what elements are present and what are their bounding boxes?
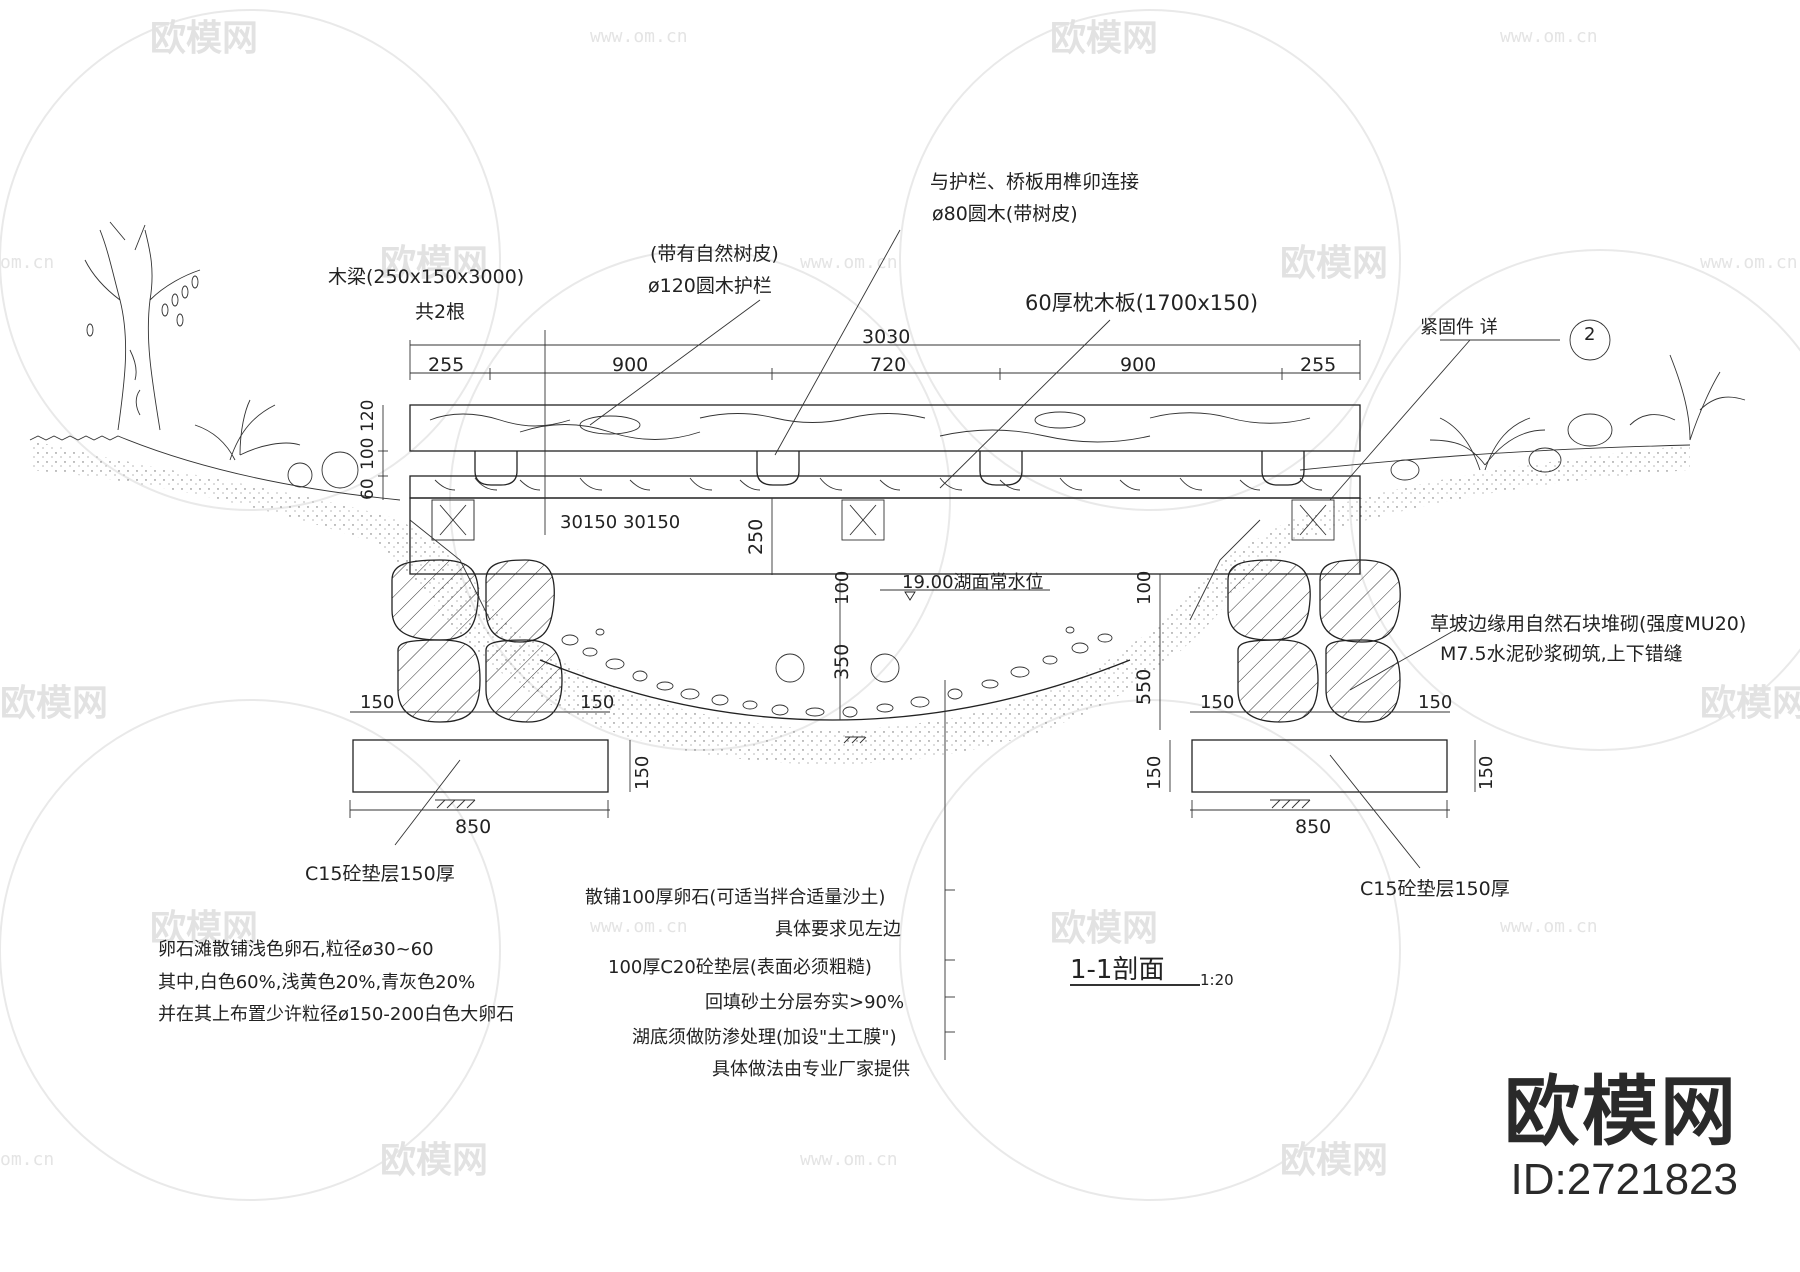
dim-beam-h: 250 <box>745 519 767 555</box>
dim-150-v1: 150 <box>632 756 653 790</box>
brand-id: ID:2721823 <box>1510 1155 1738 1204</box>
label-layer-3: 回填砂土分层夯实>90% <box>705 992 904 1013</box>
lake-bed-curve <box>539 659 1131 721</box>
watermark-site: www.om.cn <box>800 252 898 273</box>
watermark-brand: 欧模网 <box>1050 18 1158 59</box>
plants-right <box>1390 354 1746 481</box>
footing-right <box>1191 739 1448 793</box>
dim-h-post: 100 <box>358 438 378 470</box>
watermark-site-short: om.cn <box>0 1149 54 1170</box>
watermark-layer: 欧模网 www.om.cn 欧模网 www.om.cn om.cn 欧模网 ww… <box>0 9 1800 1201</box>
label-fastener: 紧固件 详 <box>1420 317 1498 338</box>
wood-beam <box>409 497 1361 575</box>
section-title: 1-1剖面 <box>1070 955 1164 985</box>
label-layer-1a: 散铺100厚卵石(可适当拌合适量沙土) <box>585 887 885 908</box>
dim-100-left: 100 <box>832 571 853 605</box>
dim-100-right: 100 <box>1134 571 1155 605</box>
dim-850-right: 850 <box>1295 816 1331 838</box>
dimension-texts: 3030 255 900 720 900 255 120 100 60 250 … <box>358 326 1497 838</box>
labels: 与护栏、桥板用榫卯连接 ø80圆木(带树皮) (带有自然树皮) ø120圆木护栏… <box>158 171 1746 1080</box>
stone-wall-left <box>391 559 563 723</box>
dim-beam-detail: 30150 30150 <box>560 512 680 533</box>
bridge <box>409 404 1361 575</box>
dim-seg-e: 255 <box>1300 354 1336 376</box>
dim-150-d: 150 <box>1418 692 1452 713</box>
label-pebble-3: 并在其上布置少许粒径ø150-200白色大卵石 <box>158 1004 514 1025</box>
label-wall-1: 草坡边缘用自然石块堆砌(强度MU20) <box>1430 613 1746 635</box>
footing-left <box>352 739 609 793</box>
label-pebble-1: 卵石滩散铺浅色卵石,粒径ø30~60 <box>158 939 434 960</box>
label-c15-right: C15砼垫层150厚 <box>1360 878 1510 900</box>
tree-left <box>84 221 201 431</box>
dim-850-left: 850 <box>455 816 491 838</box>
watermark-brand: 欧模网 <box>380 243 488 284</box>
section-scale: 1:20 <box>1200 971 1234 989</box>
watermark-brand: 欧模网 <box>150 18 258 59</box>
brand-logo: 欧模网 <box>1504 1067 1738 1156</box>
watermark-brand: 欧模网 <box>1700 683 1800 724</box>
ground <box>29 435 1691 809</box>
ground-soil <box>30 440 1690 765</box>
watermark-brand: 欧模网 <box>1280 243 1388 284</box>
watermark-site-short: om.cn <box>0 252 54 273</box>
label-wall-2: M7.5水泥砂浆砌筑,上下错缝 <box>1440 643 1683 665</box>
watermark-brand: 欧模网 <box>1280 1140 1388 1181</box>
dimensions <box>349 229 1560 1060</box>
dim-total: 3030 <box>862 326 910 348</box>
watermark-site: www.om.cn <box>800 1149 898 1170</box>
watermark-site: www.om.cn <box>1500 26 1598 47</box>
dim-150-a: 150 <box>360 692 394 713</box>
brand-stamp: 欧模网 ID:2721823 <box>1504 1074 1738 1202</box>
dim-350: 350 <box>831 644 853 680</box>
label-rail-1: (带有自然树皮) <box>650 243 779 265</box>
dim-seg-d: 900 <box>1120 354 1156 376</box>
plants-left <box>194 399 359 489</box>
label-beam-1: 木梁(250x150x3000) <box>328 266 524 288</box>
label-tenon-1: 与护栏、桥板用榫卯连接 <box>930 171 1139 193</box>
dim-150-c: 150 <box>1200 692 1234 713</box>
label-layer-1b: 具体要求见左边 <box>775 919 901 940</box>
stone-wall-right <box>1227 559 1401 723</box>
label-layer-4b: 具体做法由专业厂家提供 <box>712 1059 910 1080</box>
label-tenon-2: ø80圆木(带树皮) <box>932 203 1078 225</box>
watermark-site: www.om.cn <box>590 26 688 47</box>
watermark-site: www.om.cn <box>590 916 688 937</box>
detail-callout-circle <box>1569 319 1611 361</box>
dim-150-v3: 150 <box>1476 756 1497 790</box>
sleeper-deck <box>409 475 1361 499</box>
label-sleeper: 60厚枕木板(1700x150) <box>1025 291 1258 315</box>
detail-number: 2 <box>1584 324 1595 345</box>
watermark-brand: 欧模网 <box>150 908 258 949</box>
watermark-site: www.om.cn <box>1700 252 1798 273</box>
dim-150-v2: 150 <box>1144 756 1165 790</box>
label-c15-left: C15砼垫层150厚 <box>305 863 455 885</box>
dim-h-rail: 120 <box>358 400 378 432</box>
dim-h-sleeper: 60 <box>358 478 378 500</box>
dim-seg-c: 720 <box>870 354 906 376</box>
watermark-site: www.om.cn <box>1500 916 1598 937</box>
label-beam-2: 共2根 <box>415 301 465 323</box>
label-rail-2: ø120圆木护栏 <box>648 275 772 297</box>
handrail-log <box>409 404 1361 452</box>
dim-seg-b: 900 <box>612 354 648 376</box>
dim-seg-a: 255 <box>428 354 464 376</box>
watermark-brand: 欧模网 <box>0 683 108 724</box>
dim-550: 550 <box>1133 669 1155 705</box>
dim-150-b: 150 <box>580 692 614 713</box>
watermark-brand: 欧模网 <box>1050 908 1158 949</box>
pebble-bed <box>561 626 1113 718</box>
label-layer-2: 100厚C20砼垫层(表面必须粗糙) <box>608 957 872 978</box>
label-pebble-2: 其中,白色60%,浅黄色20%,青灰色20% <box>158 972 475 993</box>
watermark-brand: 欧模网 <box>380 1140 488 1181</box>
label-water-level: 19.00湖面常水位 <box>902 572 1044 593</box>
label-layer-4a: 湖底须做防渗处理(加设"土工膜") <box>632 1027 897 1048</box>
